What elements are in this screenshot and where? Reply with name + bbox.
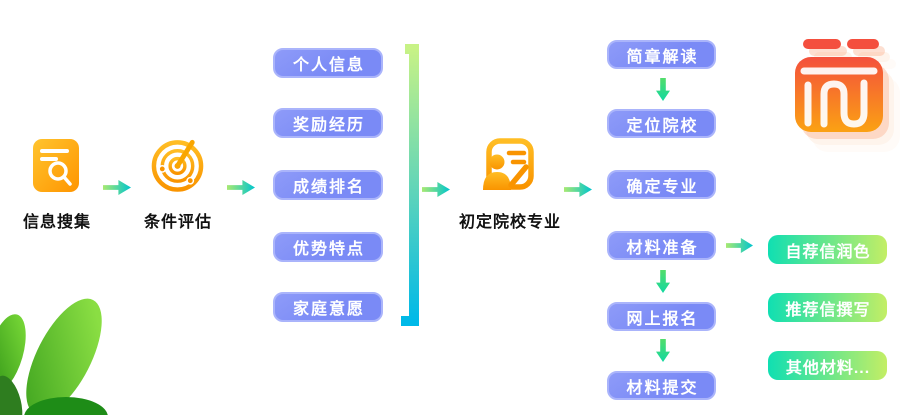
pill-strengths: 优势特点 [273, 232, 383, 262]
radar-icon [150, 135, 205, 198]
arrow-down-icon [656, 78, 670, 101]
pill-online-registration: 网上报名 [607, 302, 716, 331]
step-label-preliminary-school-major: 初定院校专业 [458, 214, 562, 231]
arrow-right-icon [227, 180, 255, 195]
pill-personal-info: 个人信息 [273, 48, 383, 78]
arrow-right-icon [103, 180, 131, 195]
pill-material-submission: 材料提交 [607, 371, 716, 400]
step-label-info-gathering: 信息搜集 [22, 214, 92, 231]
document-search-icon [33, 139, 79, 197]
pill-recommendation-letter: 推荐信撰写 [768, 293, 887, 322]
arrow-down-icon [656, 339, 670, 362]
person-document-icon [478, 138, 534, 200]
step-label-condition-evaluation: 条件评估 [143, 214, 213, 231]
pill-brochure-reading: 简章解读 [607, 40, 716, 69]
arrow-right-icon [422, 182, 450, 197]
arrow-down-icon [656, 270, 670, 293]
pill-self-recommendation-letter: 自荐信润色 [768, 235, 887, 264]
brand-logo [791, 36, 891, 141]
pill-grade-ranking: 成绩排名 [273, 170, 383, 200]
arrow-right-icon [726, 238, 753, 253]
pill-material-preparation: 材料准备 [607, 231, 716, 260]
pill-family-wishes: 家庭意愿 [273, 292, 383, 322]
bracket-connector [398, 40, 424, 337]
pill-confirm-major: 确定专业 [607, 170, 716, 199]
pill-other-materials: 其他材料... [768, 351, 887, 380]
pill-target-schools: 定位院校 [607, 109, 716, 138]
arrow-right-icon [564, 182, 592, 197]
pill-award-experience: 奖励经历 [273, 108, 383, 138]
leaf-decoration [0, 295, 240, 415]
